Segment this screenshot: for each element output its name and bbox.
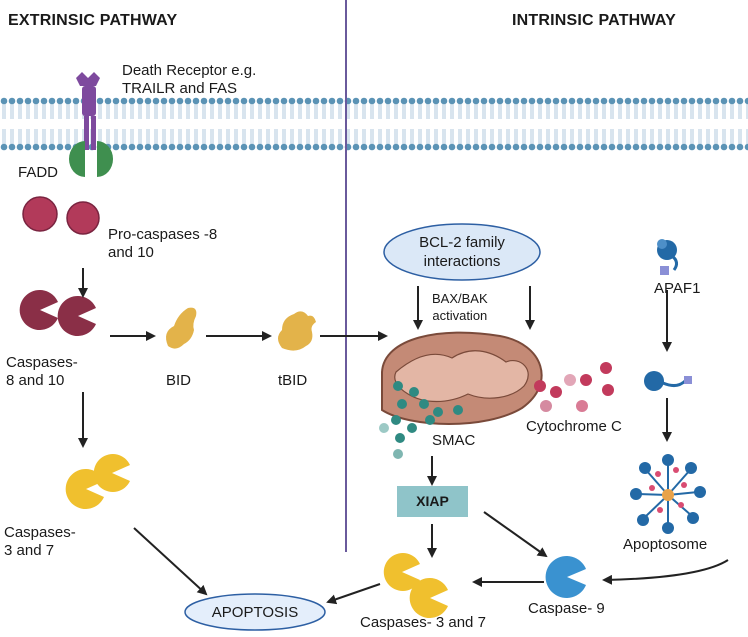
apoptosis-label: APOPTOSIS — [211, 603, 299, 621]
caspase-9-label: Caspase- 9 — [528, 600, 605, 617]
arrow-apoptosome-to-caspase9 — [602, 559, 729, 585]
xiap-label: XIAP — [416, 493, 449, 509]
arrow-xiap-to-caspase9 — [483, 511, 548, 558]
death-receptor-icon — [76, 72, 100, 150]
cytochrome-c-particles-icon — [534, 362, 614, 412]
xiap-box — [397, 486, 468, 517]
bid-icon — [166, 307, 197, 349]
apaf1-icon — [657, 239, 679, 275]
bcl2-bubble-shape — [383, 223, 541, 281]
cytochrome-c-label: Cytochrome C — [526, 418, 622, 435]
activated-apaf1-icon — [644, 371, 692, 391]
smac-particles-icon — [379, 381, 463, 459]
tbid-icon — [278, 311, 316, 351]
caspase-3-7-bottom-icon — [383, 553, 448, 618]
arrow-caspase37-bottom-to-apoptosis — [326, 583, 381, 605]
tbid-label: tBID — [278, 372, 308, 389]
smac-label: SMAC — [432, 432, 476, 449]
death-receptor-label: Death Receptor e.g. TRAILR and FAS — [122, 62, 257, 97]
pro-caspases-label: Pro-caspases -8 and 10 — [108, 226, 218, 261]
intrinsic-pathway-title: INTRINSIC PATHWAY — [512, 12, 677, 29]
caspases-3-7-bottom-label: Caspases- 3 and 7 — [360, 614, 486, 631]
bcl2-family-label: BCL-2 family interactions — [419, 234, 505, 270]
bax-bak-activation-label: BAX/BAK activation — [432, 291, 488, 323]
pro-caspase-icon — [22, 196, 100, 235]
caspases-8-10-label: Caspases- 8 and 10 — [6, 354, 78, 389]
caspase-9-icon — [545, 556, 586, 598]
fadd-label: FADD — [18, 164, 59, 181]
caspases-3-7-left-label: Caspases- 3 and 7 — [4, 524, 76, 559]
caspase-3-7-icon — [65, 454, 130, 510]
cell-membrane — [0, 97, 748, 151]
caspase-8-10-icon — [19, 290, 96, 337]
apoptosome-icon — [630, 454, 706, 534]
arrows — [78, 268, 729, 605]
bid-label: BID — [166, 372, 192, 389]
apoptosis-bubble-shape — [184, 593, 326, 631]
apoptosome-label: Apoptosome — [623, 536, 708, 553]
arrow-caspase37-to-apoptosis — [133, 527, 208, 596]
apaf1-label: APAF1 — [654, 280, 701, 297]
fadd-icon — [68, 141, 114, 177]
extrinsic-pathway-title: EXTRINSIC PATHWAY — [8, 12, 178, 29]
